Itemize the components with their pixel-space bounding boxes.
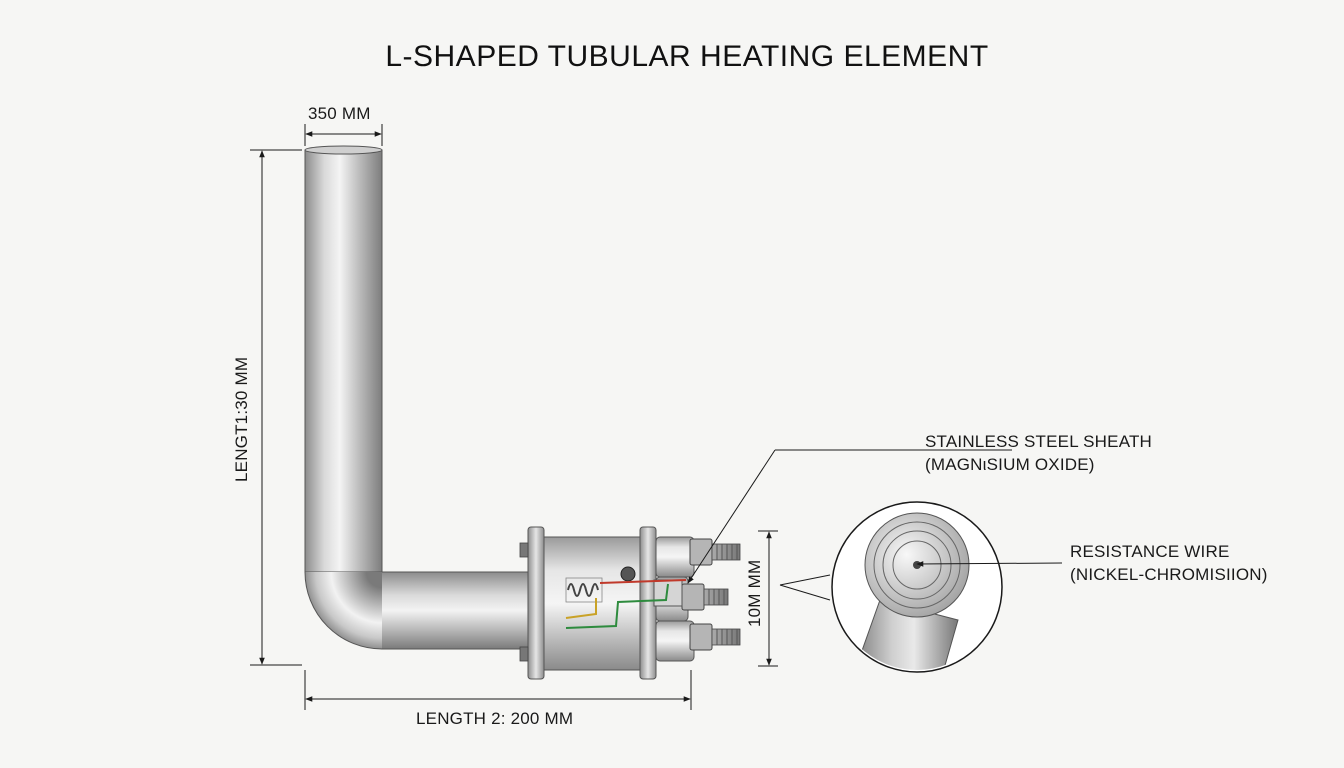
diagram-title: L-SHAPED TUBULAR HEATING ELEMENT bbox=[385, 40, 989, 73]
length-2-label: LENGTH 2: 200 MM bbox=[416, 709, 574, 728]
sheath-callout-line2: (MAGNιSIUM OXIDE) bbox=[925, 455, 1095, 474]
diameter-label: 350 MM bbox=[308, 104, 371, 123]
flange-height-label: 10M MM bbox=[745, 559, 764, 627]
dimension-diameter bbox=[304, 124, 383, 146]
leader-lines bbox=[687, 449, 1063, 601]
length-1-label: LENGT1:30 MM bbox=[232, 356, 251, 482]
sheath-callout-line1: STAINLESS STEEL SHEATH bbox=[925, 432, 1153, 451]
dimension-length-1 bbox=[250, 149, 302, 666]
dimension-length-2 bbox=[304, 670, 692, 710]
dimension-flange-height bbox=[758, 530, 778, 667]
terminal-housing bbox=[519, 526, 741, 680]
wire-callout-line1: RESISTANCE WIRE bbox=[1070, 542, 1230, 561]
tube bbox=[304, 145, 530, 650]
cross-section-detail bbox=[831, 501, 1003, 673]
wire-callout-line2: (NICKEL-CHROMISIION) bbox=[1070, 565, 1268, 584]
